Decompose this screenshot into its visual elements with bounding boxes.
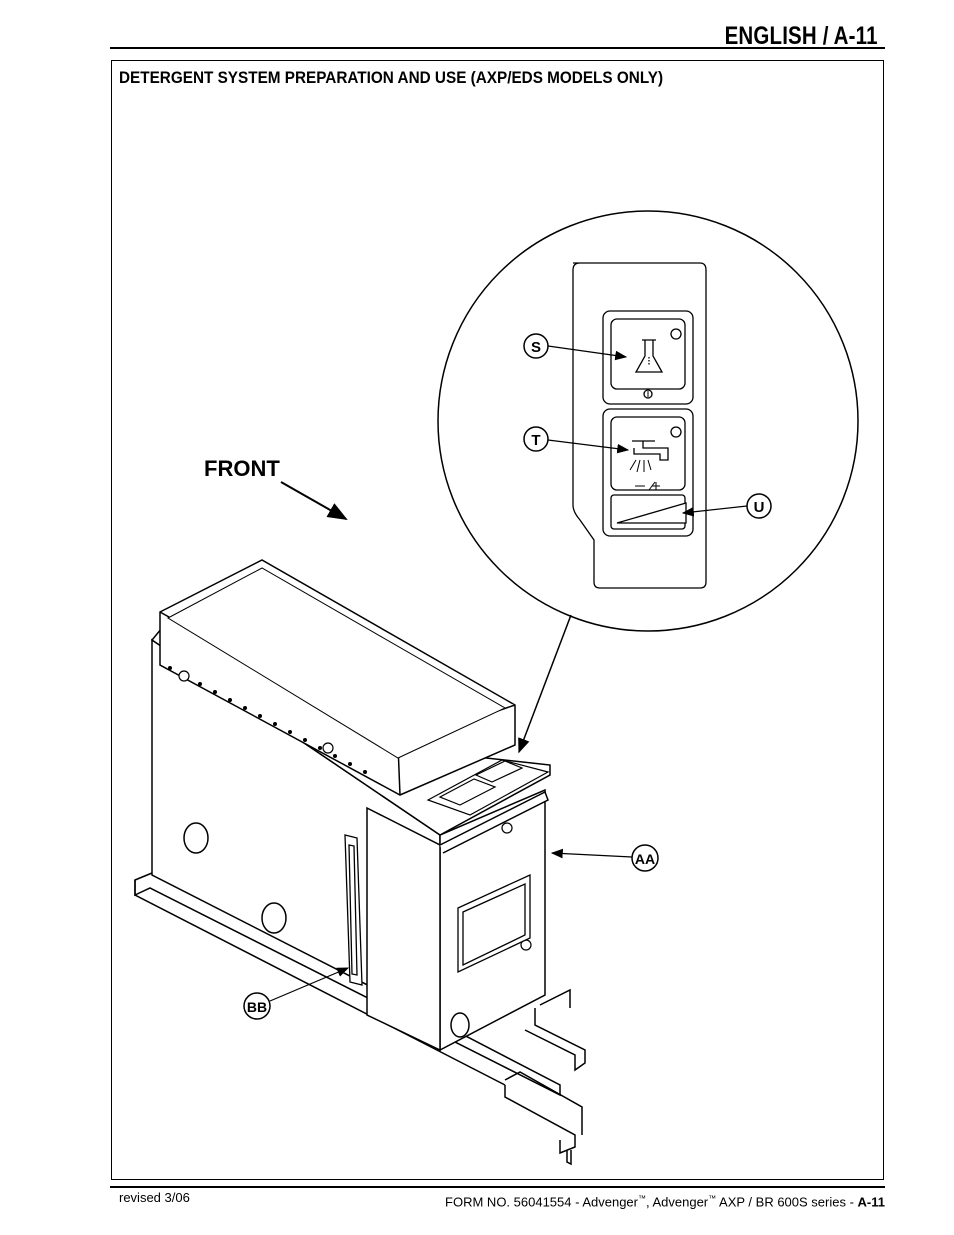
- callout-aa-label: AA: [635, 851, 655, 867]
- label-recess: [457, 873, 531, 974]
- callout-u-label: U: [754, 499, 765, 516]
- detergent-flask-icon: [634, 339, 664, 373]
- callout-s-label: S: [531, 339, 541, 356]
- trademark-2: ™: [708, 1194, 717, 1203]
- callout-bb: BB: [243, 967, 350, 1020]
- page-header-title: ENGLISH / A-11: [724, 22, 878, 50]
- section-title: DETERGENT SYSTEM PREPARATION AND USE (AX…: [119, 68, 664, 87]
- front-arrow: [280, 481, 348, 520]
- callout-s: S: [523, 333, 628, 361]
- header-rule: [110, 47, 885, 49]
- tank-lid: [159, 559, 516, 796]
- bracket-plate: [366, 790, 549, 1052]
- callout-t-label: T: [531, 432, 540, 449]
- water-faucet-icon: [629, 440, 669, 491]
- side-holes: [183, 822, 470, 1038]
- form-suffix: AXP / BR 600S series -: [716, 1194, 858, 1210]
- zoomed-panel: [572, 262, 707, 589]
- form-prefix: FORM NO. 56041554 - Advenger: [445, 1194, 638, 1210]
- revised-date: revised 3/06: [119, 1190, 190, 1205]
- callout-bb-label: BB: [247, 999, 267, 1015]
- form-mid: , Advenger: [645, 1194, 709, 1210]
- form-number: FORM NO. 56041554 - Advenger™, Advenger™…: [445, 1194, 885, 1209]
- front-label: FRONT: [204, 456, 280, 481]
- trademark-1: ™: [637, 1194, 646, 1203]
- footer-rule: [110, 1186, 885, 1188]
- page-number: A-11: [857, 1194, 885, 1210]
- callout-u: U: [681, 493, 772, 519]
- sight-tube: [344, 834, 363, 986]
- figure-frame: [111, 60, 884, 1180]
- callout-t: T: [523, 426, 630, 454]
- magnifier-leader: [518, 614, 572, 754]
- callout-aa: AA: [550, 844, 659, 872]
- control-panel-small: [426, 759, 550, 816]
